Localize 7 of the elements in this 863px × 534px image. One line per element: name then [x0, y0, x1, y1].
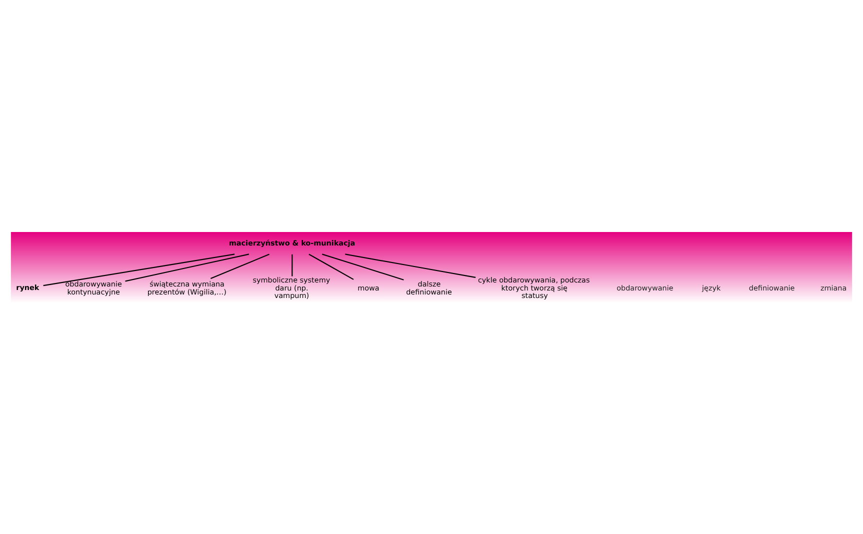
connector — [322, 253, 404, 280]
connector — [308, 253, 354, 280]
connector — [43, 253, 235, 286]
connector — [292, 254, 293, 276]
connector — [345, 253, 476, 278]
connector — [210, 253, 270, 279]
connector — [125, 253, 250, 282]
